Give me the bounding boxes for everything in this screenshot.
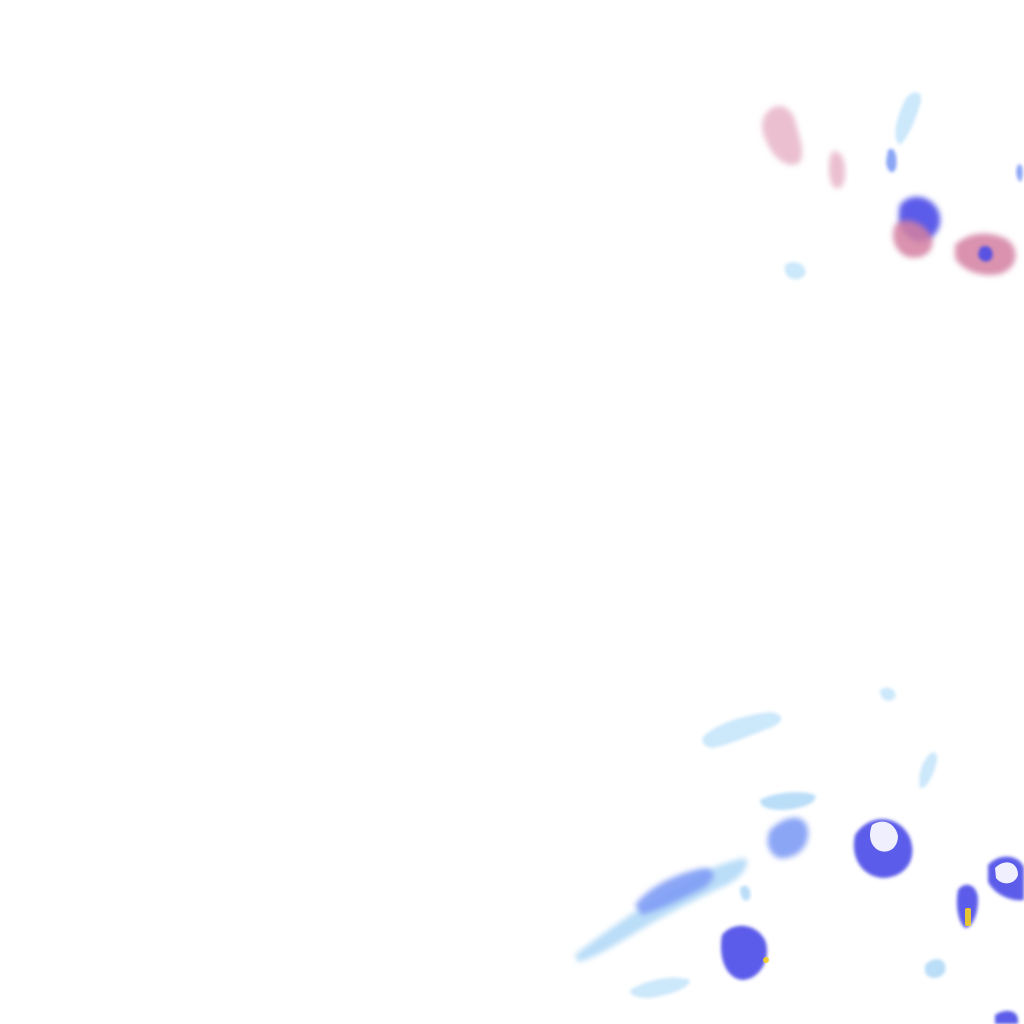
precip-cell	[762, 105, 803, 165]
precip-cell	[895, 92, 922, 145]
precip-cluster-south	[575, 687, 1024, 1024]
precip-cell	[1016, 164, 1023, 182]
precip-cell	[978, 246, 993, 262]
precip-cell	[893, 220, 933, 258]
precip-cell-extreme	[763, 957, 769, 963]
precip-cell	[870, 821, 898, 852]
precip-cell	[886, 148, 897, 173]
precip-cell	[995, 1010, 1018, 1024]
precip-cluster-north	[762, 92, 1023, 280]
precip-cell	[720, 925, 768, 980]
precip-cell	[630, 977, 690, 998]
precip-cell	[956, 884, 978, 928]
precip-cell	[767, 817, 809, 859]
precip-cell	[925, 959, 946, 978]
precip-cell	[919, 752, 938, 789]
precip-cell-extreme	[965, 908, 971, 926]
precip-cell	[785, 262, 806, 280]
precip-cell	[740, 885, 751, 901]
precip-cell	[635, 868, 714, 915]
precip-cell	[829, 151, 846, 189]
precip-cell	[995, 862, 1018, 884]
precip-cell	[880, 687, 896, 701]
precip-cell	[702, 712, 782, 748]
precip-cell	[760, 792, 816, 810]
